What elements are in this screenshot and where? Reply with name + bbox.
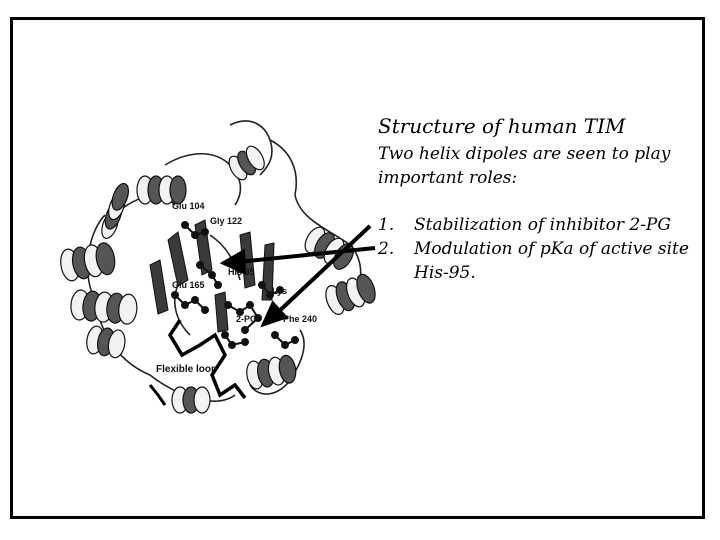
- label-2pg: 2-PG: [236, 314, 257, 324]
- slide-frame: [10, 17, 705, 519]
- list-item-number: 1.: [378, 215, 395, 235]
- helix-left-bottom: [86, 325, 126, 359]
- label-lys: Lys: [272, 286, 287, 296]
- label-glu104: Glu 104: [172, 201, 205, 211]
- label-his95: His 95: [228, 267, 255, 277]
- helix-ribbons: [60, 145, 376, 414]
- label-flexible-loop: Flexible loop: [156, 364, 217, 375]
- list-item: 2. Modulation of pKa of active site His-…: [378, 237, 698, 285]
- arrow-2pg: [273, 224, 372, 317]
- arrowhead-his95: [219, 248, 247, 276]
- loop-segment: [148, 384, 167, 406]
- slide-subtitle: Two helix dipoles are seen to play impor…: [378, 144, 671, 188]
- label-glu165: Glu 165: [172, 280, 205, 290]
- helix-bottom-center: [246, 354, 297, 390]
- label-phe240: Phe 240: [283, 314, 317, 324]
- list-item-number: 2.: [378, 239, 395, 259]
- active-site-residues: [171, 221, 299, 349]
- helix-left-top: [101, 182, 129, 239]
- residue-labels: Glu 104 Gly 122 His 95 Glu 165 Lys 2-PG …: [156, 201, 317, 375]
- arrow-his95: [237, 246, 376, 264]
- annotation-arrows: [219, 224, 376, 328]
- arrowhead-2pg: [260, 300, 289, 328]
- helix-top-right: [228, 145, 265, 181]
- list-item-text: Modulation of pKa of active site His-95.: [414, 239, 689, 283]
- helix-bottom-left: [171, 386, 211, 414]
- list-item: 1. Stabilization of inhibitor 2-PG: [378, 213, 698, 237]
- helix-left-mid: [60, 242, 116, 282]
- label-gly122: Gly 122: [210, 216, 242, 226]
- roles-list: 1. Stabilization of inhibitor 2-PG 2. Mo…: [378, 213, 698, 285]
- helix-top: [136, 175, 187, 205]
- helix-left-low: [70, 289, 138, 325]
- slide-title: Structure of human TIM: [378, 114, 626, 138]
- list-item-text: Stabilization of inhibitor 2-PG: [414, 215, 671, 235]
- helix-right-low: [325, 273, 376, 315]
- flexible-loop-trace: [167, 319, 247, 400]
